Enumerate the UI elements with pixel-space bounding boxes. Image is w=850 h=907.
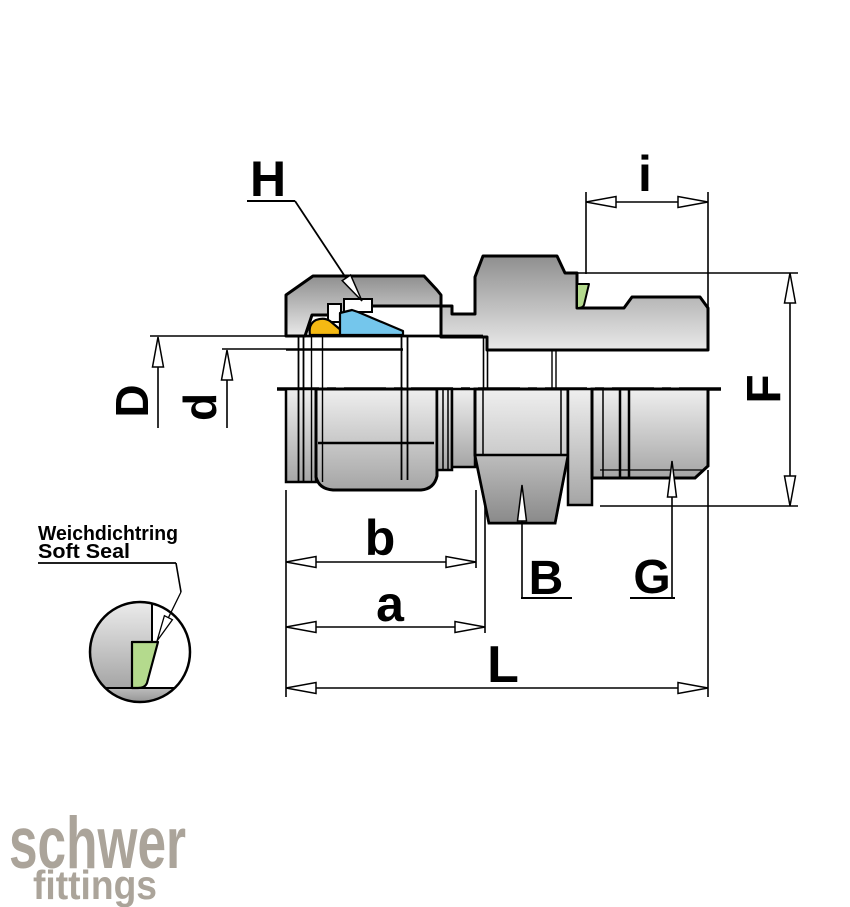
label-d: d bbox=[174, 393, 226, 421]
fitting-lower-external-view bbox=[284, 387, 710, 525]
leader-H bbox=[247, 200, 363, 302]
arrowhead bbox=[783, 475, 797, 507]
label-a: a bbox=[376, 576, 405, 632]
arrowhead bbox=[151, 336, 165, 368]
logo-word1: schwer bbox=[9, 803, 186, 884]
lower-detail-lines bbox=[318, 389, 702, 477]
detail-circle bbox=[88, 600, 192, 704]
arrowhead bbox=[677, 195, 709, 209]
dimension-lines bbox=[150, 192, 798, 697]
soft-seal-callout: Weichdichtring Soft Seal bbox=[38, 523, 192, 704]
tube-and-bore-lines bbox=[286, 334, 557, 482]
body-flange bbox=[566, 387, 594, 507]
arrowhead bbox=[220, 349, 234, 381]
callout-leader bbox=[38, 562, 182, 642]
label-B: B bbox=[529, 552, 564, 605]
cutting-ring-front bbox=[338, 308, 405, 337]
label-i: i bbox=[638, 146, 652, 202]
arrowhead bbox=[516, 484, 528, 522]
nut-step-rings bbox=[435, 387, 454, 472]
label-b: b bbox=[365, 510, 396, 566]
detail-shelf bbox=[90, 687, 190, 702]
arrowhead bbox=[445, 555, 477, 569]
dimension-labels: H i D d F b a L B G bbox=[106, 146, 791, 694]
cutting-ring-back bbox=[308, 317, 345, 337]
arrowhead bbox=[677, 681, 709, 695]
thread-external bbox=[590, 387, 710, 480]
dimension-a bbox=[285, 505, 486, 634]
label-F: F bbox=[738, 374, 791, 403]
arrowhead bbox=[585, 195, 617, 209]
callout-text-de: Weichdichtring bbox=[38, 523, 178, 545]
dimension-L bbox=[285, 470, 709, 697]
arrowhead bbox=[285, 620, 317, 634]
leader-B bbox=[516, 484, 572, 599]
detail-soft-seal bbox=[130, 640, 160, 690]
nut-hex bbox=[314, 387, 439, 492]
arrowhead bbox=[783, 272, 797, 304]
leader-G bbox=[630, 460, 678, 599]
brand-logo: schwer fittings bbox=[9, 803, 186, 907]
dimension-D bbox=[150, 335, 286, 428]
dimension-F bbox=[577, 272, 798, 507]
arrowhead bbox=[341, 273, 363, 302]
arrowhead bbox=[285, 681, 317, 695]
callout-text-en: Soft Seal bbox=[38, 541, 130, 563]
arrowhead bbox=[285, 555, 317, 569]
label-H: H bbox=[250, 151, 286, 207]
soft-seal-section bbox=[576, 283, 590, 309]
label-D: D bbox=[106, 384, 158, 417]
arrowhead bbox=[666, 460, 678, 498]
label-G: G bbox=[633, 551, 670, 604]
dimension-b bbox=[285, 490, 477, 569]
dimension-d bbox=[220, 348, 286, 428]
arrowhead bbox=[156, 614, 174, 642]
label-L: L bbox=[487, 636, 519, 694]
arrowhead bbox=[454, 620, 486, 634]
dimension-i bbox=[585, 192, 709, 311]
logo-word2: fittings bbox=[33, 862, 157, 907]
detail-view-contents bbox=[90, 602, 190, 702]
body-waist bbox=[450, 387, 477, 469]
